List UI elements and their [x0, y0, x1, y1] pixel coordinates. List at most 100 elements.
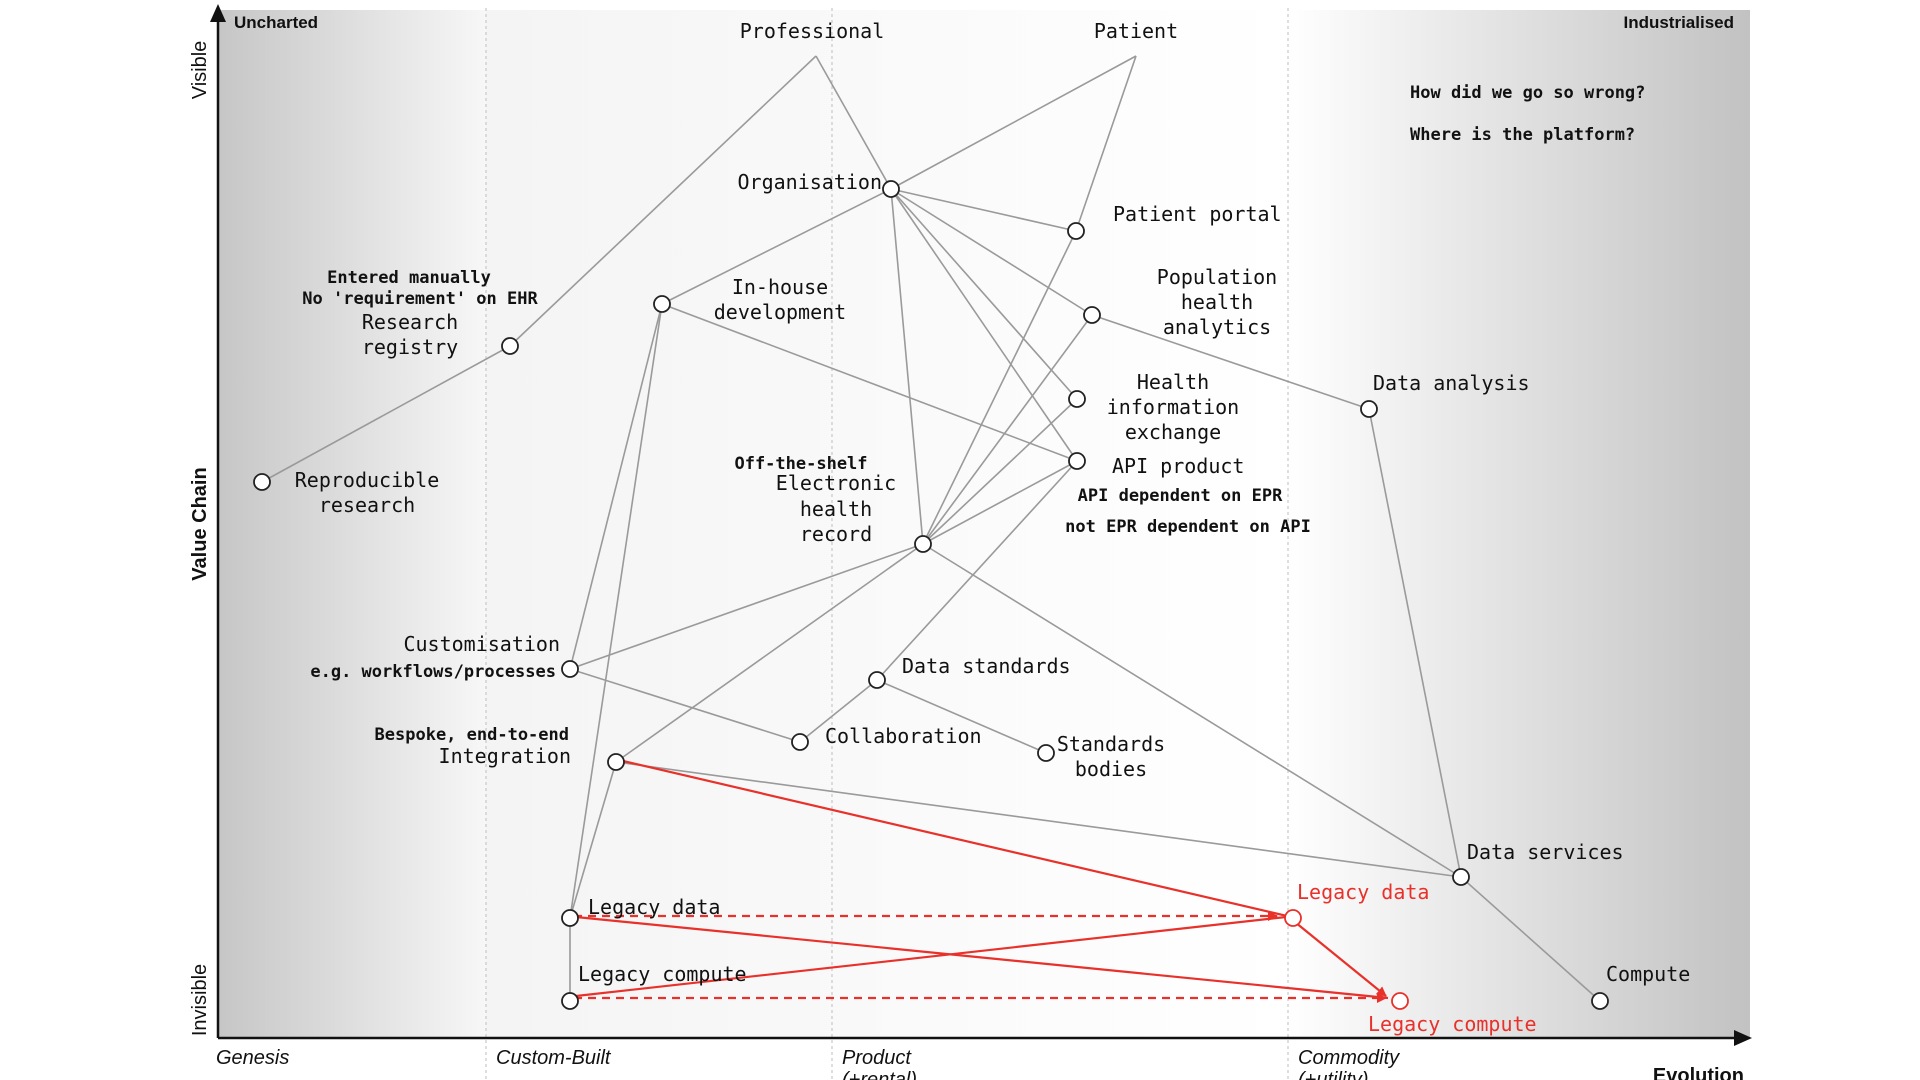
- node-legacy-compute-future: [1391, 992, 1409, 1010]
- api-dependent-annotation: API dependent on EPR: [1078, 486, 1283, 506]
- background-genesis-region: [218, 10, 486, 1038]
- node-data-standards: [868, 671, 886, 689]
- link-organisation-hie: [890, 188, 1078, 400]
- legacy-data-to-future-compute-line: [575, 915, 1389, 1000]
- off-the-shelf-annotation: Off-the-shelf: [734, 454, 867, 474]
- integration-to-legacy-data-line: [622, 759, 1288, 918]
- compute-label: Compute: [1606, 962, 1690, 986]
- link-customisation-collaboration: [569, 668, 801, 743]
- link-data_services-compute: [1460, 876, 1601, 1002]
- node-compute: [1591, 992, 1609, 1010]
- uncharted-label: Uncharted: [234, 13, 318, 32]
- legacy-compute-label: Legacy compute: [578, 962, 747, 986]
- link-integration-legacy_data: [569, 761, 617, 919]
- link-patient_portal-ehr: [922, 230, 1077, 545]
- legacy-data-label: Legacy data: [588, 895, 720, 919]
- node-standards-bodies: [1037, 744, 1055, 762]
- component-nodes: [253, 180, 1609, 1010]
- node-research-registry: [501, 337, 519, 355]
- link-population_health-data_analysis: [1091, 314, 1370, 410]
- link-ehr-data_services: [922, 543, 1462, 878]
- future-data-to-future-compute-line: [1289, 917, 1387, 997]
- link-ehr-integration: [615, 543, 924, 763]
- y-axis-invisible-label: Invisible: [189, 964, 211, 1036]
- stage-product-sub-label: (+rental): [842, 1069, 917, 1080]
- legacy-data-future-label: Legacy data: [1297, 880, 1429, 904]
- y-axis-visible-label: Visible: [189, 41, 211, 100]
- node-integration: [607, 753, 625, 771]
- data-services-label: Data services: [1467, 840, 1624, 864]
- question-1: How did we go so wrong?: [1410, 83, 1645, 103]
- node-patient-portal: [1067, 222, 1085, 240]
- api-product-label: API product: [1112, 454, 1244, 478]
- link-hie-ehr: [922, 398, 1078, 545]
- legacy-compute-to-future-data-line: [575, 915, 1287, 998]
- y-axis-label: Value Chain: [189, 467, 211, 580]
- link-data_standards-api_product: [876, 460, 1078, 681]
- workflows-annotation: e.g. workflows/processes: [310, 662, 556, 682]
- ehr-label-2: health: [800, 497, 872, 521]
- stage-product-label: Product: [842, 1047, 912, 1069]
- dependency-links: [261, 55, 1601, 1002]
- node-population-health: [1083, 306, 1101, 324]
- node-customisation: [561, 660, 579, 678]
- link-reproducible-research_registry: [261, 345, 511, 483]
- node-collaboration: [791, 733, 809, 751]
- reproducible-research-label-1: Reproducible: [295, 468, 440, 492]
- hie-label-1: Health: [1137, 370, 1209, 394]
- link-patient-organisation: [890, 55, 1137, 190]
- axes: [210, 4, 1752, 1046]
- standards-bodies-label-2: bodies: [1075, 757, 1147, 781]
- no-requirement-annotation: No 'requirement' on EHR: [302, 289, 538, 309]
- node-legacy-data-future: [1284, 909, 1302, 927]
- standards-bodies-label-1: Standards: [1057, 732, 1165, 756]
- hie-label-2: information: [1107, 395, 1239, 419]
- node-legacy-data: [561, 909, 579, 927]
- customisation-label: Customisation: [403, 632, 560, 656]
- population-health-label-2: health: [1181, 290, 1253, 314]
- research-registry-label-2: registry: [362, 335, 458, 359]
- link-in_house-api_product: [661, 303, 1078, 462]
- node-organisation: [882, 180, 900, 198]
- node-data-services: [1452, 868, 1470, 886]
- link-professional-organisation: [815, 55, 892, 190]
- link-integration-data_services: [615, 761, 1462, 878]
- evolution-movements: [574, 759, 1389, 1003]
- link-organisation-patient_portal: [890, 188, 1077, 232]
- component-labels: Professional Patient How did we go so wr…: [295, 19, 1691, 1036]
- link-organisation-population_health: [890, 188, 1093, 316]
- ehr-label-1: Electronic: [776, 471, 896, 495]
- organisation-label: Organisation: [738, 170, 883, 194]
- background-commodity-region: [1286, 10, 1750, 1038]
- node-hie: [1068, 390, 1086, 408]
- link-data_analysis-data_services: [1368, 408, 1462, 878]
- node-data-analysis: [1360, 400, 1378, 418]
- node-reproducible: [253, 473, 271, 491]
- question-2: Where is the platform?: [1410, 125, 1635, 145]
- industrialised-label: Industrialised: [1623, 13, 1734, 32]
- in-house-label-2: development: [714, 300, 846, 324]
- link-ehr-customisation: [569, 543, 924, 670]
- patient-portal-label: Patient portal: [1113, 202, 1282, 226]
- x-axis-label: Evolution: [1653, 1065, 1744, 1080]
- reproducible-research-label-2: research: [319, 493, 415, 517]
- data-standards-label: Data standards: [902, 654, 1071, 678]
- link-in_house-legacy_data: [569, 303, 663, 919]
- data-analysis-label: Data analysis: [1373, 371, 1530, 395]
- ehr-label-3: record: [800, 522, 872, 546]
- stage-genesis-label: Genesis: [216, 1047, 289, 1069]
- link-organisation-api_product: [890, 188, 1078, 462]
- legacy-compute-future-label: Legacy compute: [1368, 1012, 1537, 1036]
- population-health-label-1: Population: [1157, 265, 1277, 289]
- link-patient-patient_portal: [1075, 55, 1137, 232]
- not-epr-dependent-annotation: not EPR dependent on API: [1065, 517, 1311, 537]
- research-registry-label-1: Research: [362, 310, 458, 334]
- integration-label: Integration: [439, 744, 571, 768]
- user-professional: Professional: [740, 19, 885, 43]
- link-professional-research_registry: [509, 55, 817, 347]
- link-population_health-ehr: [922, 314, 1093, 545]
- node-api-product: [1068, 452, 1086, 470]
- stage-commodity-sub-label: (+utility): [1298, 1069, 1369, 1080]
- link-organisation-in_house: [661, 188, 892, 305]
